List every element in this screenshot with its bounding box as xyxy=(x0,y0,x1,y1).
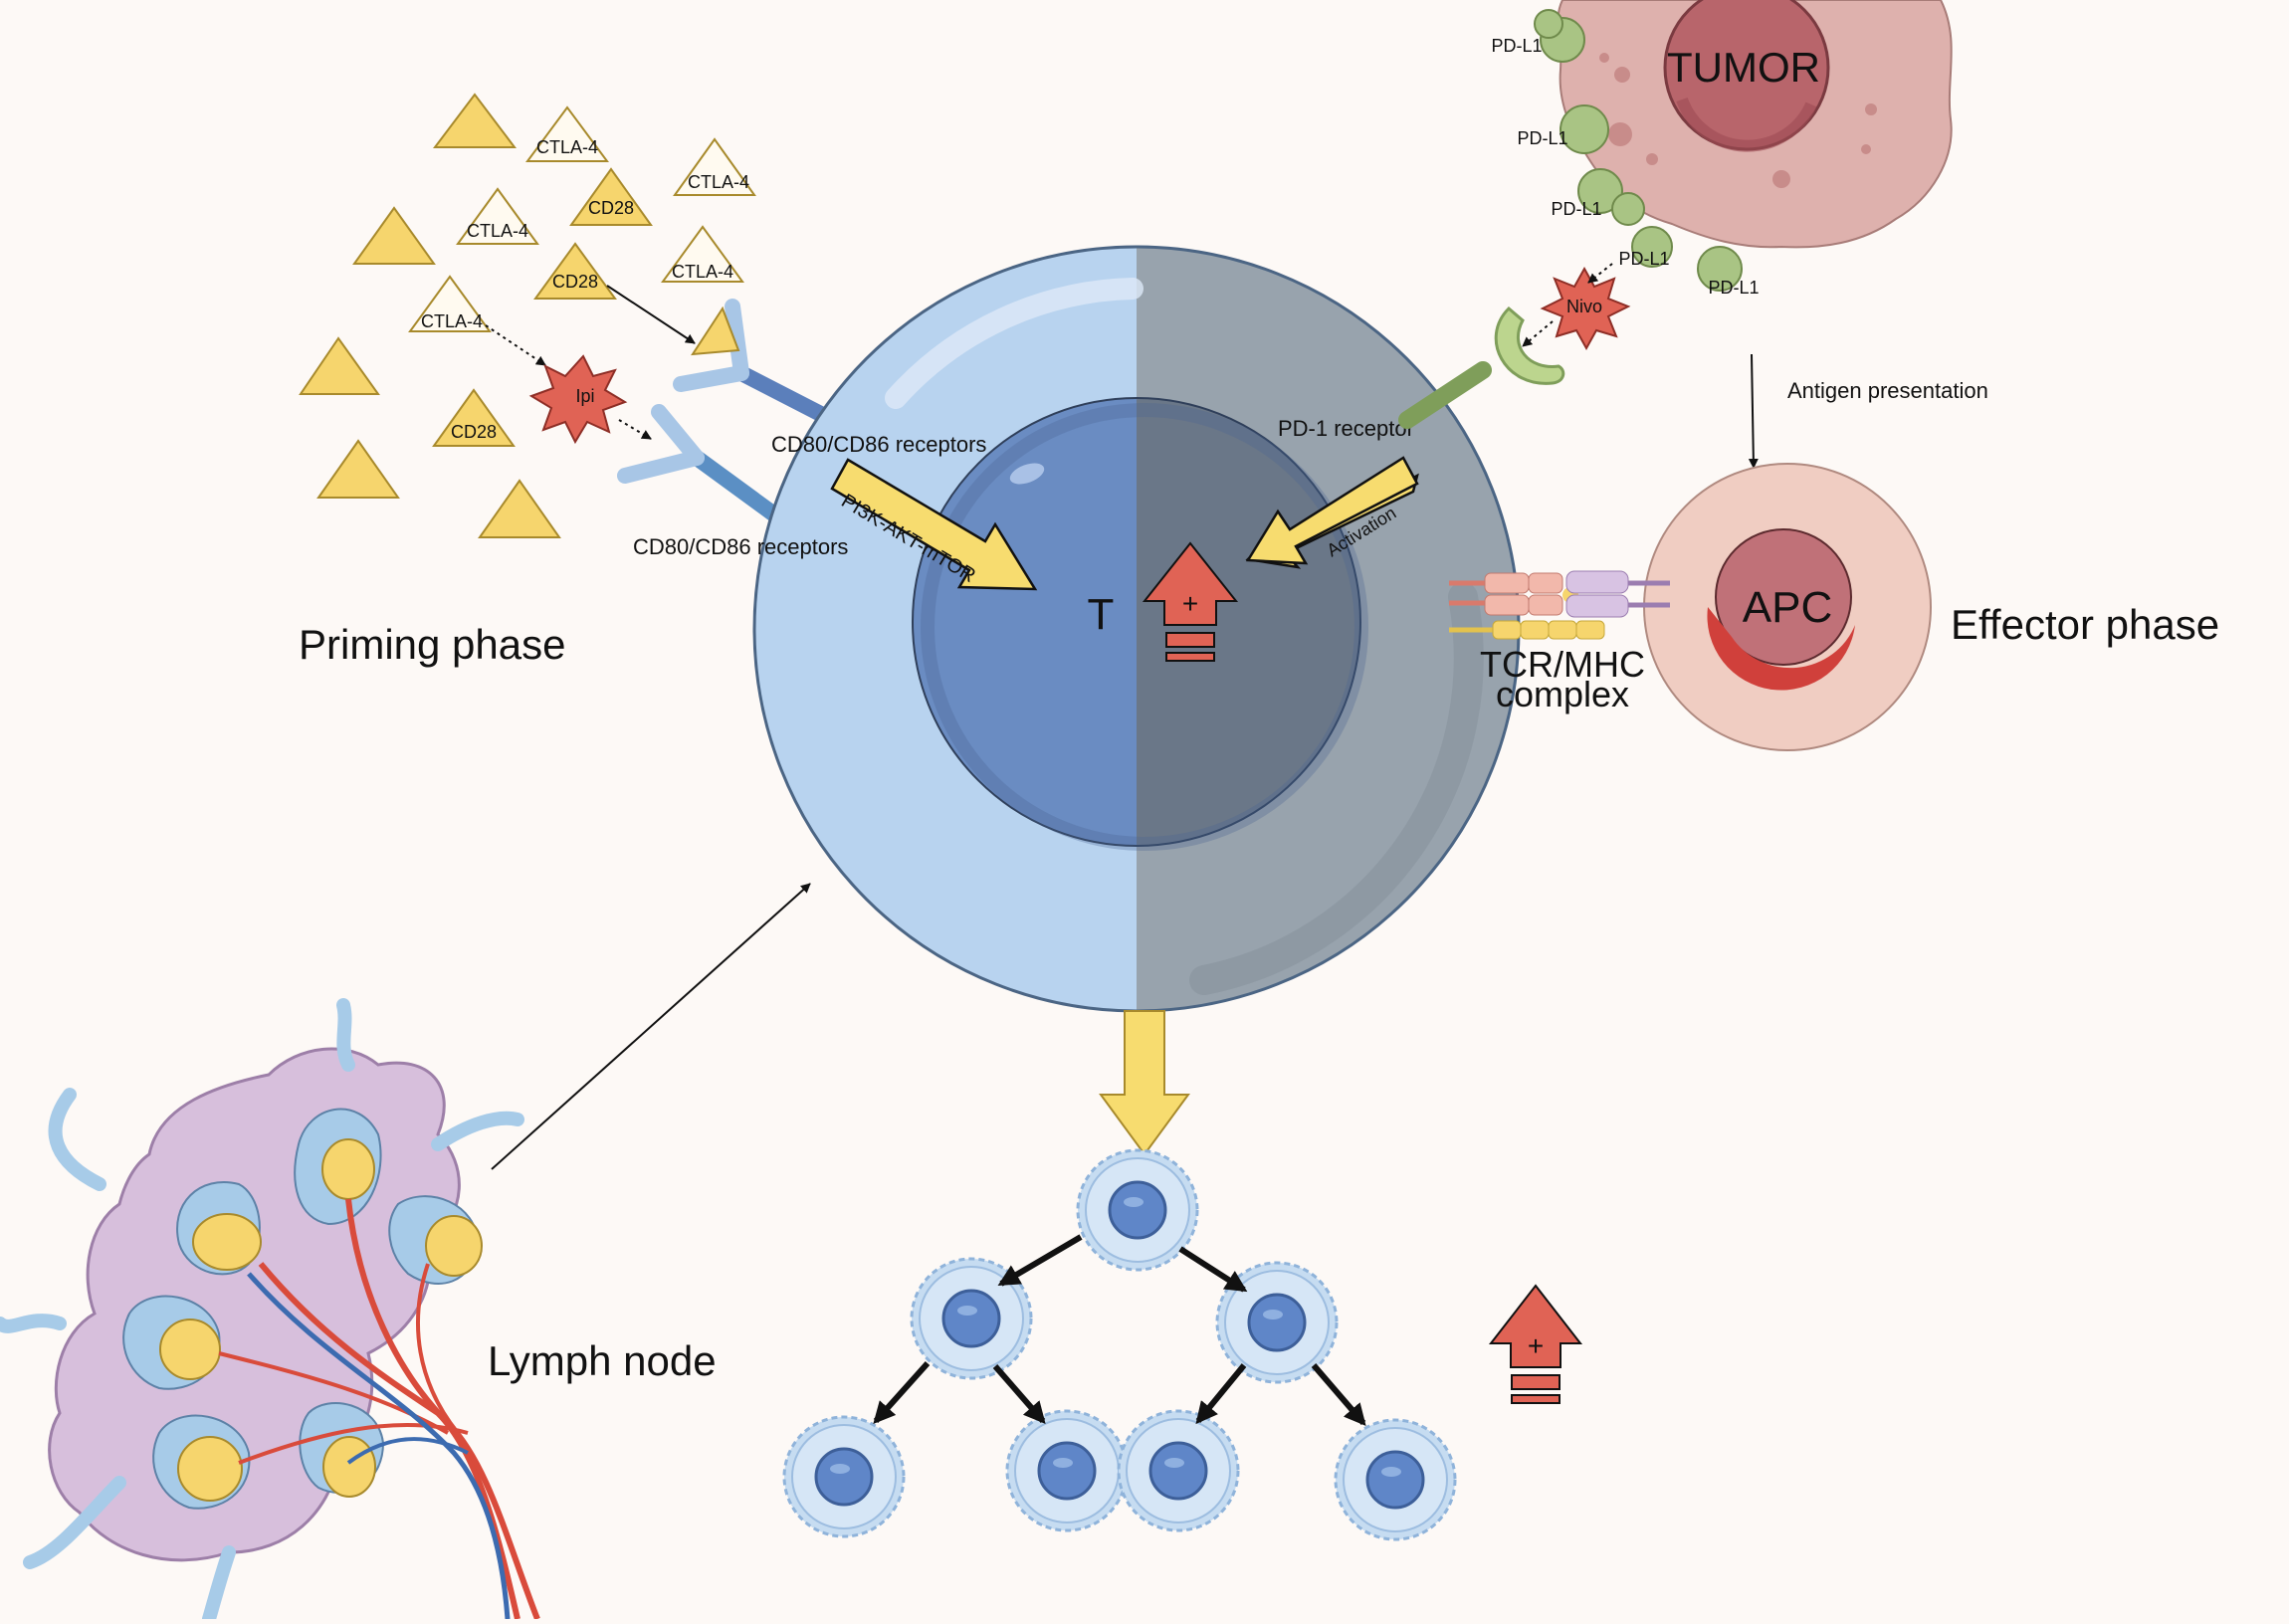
ligand-triangle xyxy=(432,93,518,148)
ligand-triangle xyxy=(316,439,400,499)
ipilimumab-star: Ipi xyxy=(528,354,628,445)
daughter-t-cell xyxy=(1334,1418,1457,1541)
proliferation-arrow xyxy=(1099,1010,1190,1156)
effector-phase-label: Effector phase xyxy=(1951,601,2219,648)
ligand-triangle xyxy=(478,479,561,538)
pdl1-label: PD-L1 xyxy=(1618,249,1669,269)
cd80-receptors-label-lower: CD80/CD86 receptors xyxy=(633,534,848,559)
ligand-triangle xyxy=(299,336,380,395)
apc-cell: APC xyxy=(1643,463,1932,751)
upregulation-icon-2: + xyxy=(1488,1284,1583,1404)
ipi-label: Ipi xyxy=(575,386,594,406)
ctla4-label: CTLA-4 xyxy=(672,262,733,282)
pdl1-label: PD-L1 xyxy=(1551,199,1601,219)
proliferation-arrows xyxy=(873,1234,1366,1427)
pdl1-to-nivo-arrow xyxy=(1587,263,1613,284)
nivolumab-star: Nivo xyxy=(1540,266,1631,351)
pdl1-label: PD-L1 xyxy=(1517,128,1567,148)
ligand-triangle xyxy=(352,206,436,265)
plus-sign-2: + xyxy=(1528,1330,1544,1361)
pathway-arrow xyxy=(830,458,1038,591)
cd80-receptors-label-upper: CD80/CD86 receptors xyxy=(771,432,986,457)
cd28-label: CD28 xyxy=(552,272,598,292)
lymph-node xyxy=(0,998,540,1624)
activation-arrow-body xyxy=(1245,456,1419,565)
pd1-receptor xyxy=(1398,305,1565,429)
ctla4-ligand xyxy=(525,105,609,162)
ctla4-label: CTLA-4 xyxy=(688,172,749,192)
cd28-ligand xyxy=(569,167,653,226)
antigen-presentation-arrow xyxy=(1748,353,1759,469)
nivo-label: Nivo xyxy=(1566,297,1602,316)
daughter-t-cell xyxy=(1076,1148,1199,1272)
cd28-ligand xyxy=(533,242,617,300)
cd80-receptor-upper xyxy=(673,299,852,434)
ctla4-label: CTLA-4 xyxy=(536,137,598,157)
t-cell: T xyxy=(752,245,1521,1013)
daughter-t-cell xyxy=(1005,1409,1129,1532)
ctla4-label: CTLA-4 xyxy=(467,221,528,241)
antigen-presentation-label: Antigen presentation xyxy=(1787,378,1988,403)
lymph-node-label: Lymph node xyxy=(488,1337,717,1384)
cd28-ligand xyxy=(432,388,516,447)
daughter-t-cell xyxy=(1117,1409,1240,1532)
ctla4-label: CTLA-4 xyxy=(421,311,483,331)
t-cell-label: T xyxy=(1088,590,1115,639)
plus-sign: + xyxy=(1182,588,1198,619)
cd28-binding-arrow xyxy=(606,285,696,344)
ctla4-ligand xyxy=(673,137,756,196)
pdl1-label: PD-L1 xyxy=(1491,36,1542,56)
ctla4-to-ipi-arrow xyxy=(485,324,546,366)
priming-phase-label: Priming phase xyxy=(299,621,565,668)
tcr-mhc-label-line1: TCR/MHC xyxy=(1480,644,1645,685)
ctla4-ligand xyxy=(456,187,539,245)
ligand-cloud: CTLA-4 CTLA-4 CTLA-4 CTLA-4 CTLA-4 CD28 … xyxy=(299,93,756,538)
lymph-node-to-tcell-arrow xyxy=(491,883,811,1170)
tumor-cell: TUMOR xyxy=(1557,0,1953,249)
pd1-receptor-label: PD-1 receptor xyxy=(1278,416,1414,441)
tumor-label: TUMOR xyxy=(1667,44,1820,91)
daughter-t-cells xyxy=(782,1148,1457,1541)
tcr-mhc-label-line2: complex xyxy=(1496,674,1629,714)
upregulation-icon: + xyxy=(1142,541,1239,662)
daughter-t-cell xyxy=(782,1415,906,1538)
ctla4-ligand xyxy=(661,225,744,283)
tcr-mhc-complex: TCR/MHC complex xyxy=(1449,570,1670,714)
pdl1-proteins: PD-L1 PD-L1 PD-L1 PD-L1 PD-L1 xyxy=(1491,9,1760,298)
cd28-label: CD28 xyxy=(451,422,497,442)
cd80-receptor-lower xyxy=(617,404,786,525)
ctla4-ligand xyxy=(408,275,492,332)
apc-label: APC xyxy=(1743,583,1832,632)
pdl1-label: PD-L1 xyxy=(1708,278,1759,298)
ipi-block-arrow xyxy=(618,419,652,440)
cd28-label: CD28 xyxy=(588,198,634,218)
nivo-block-arrow xyxy=(1522,320,1554,347)
